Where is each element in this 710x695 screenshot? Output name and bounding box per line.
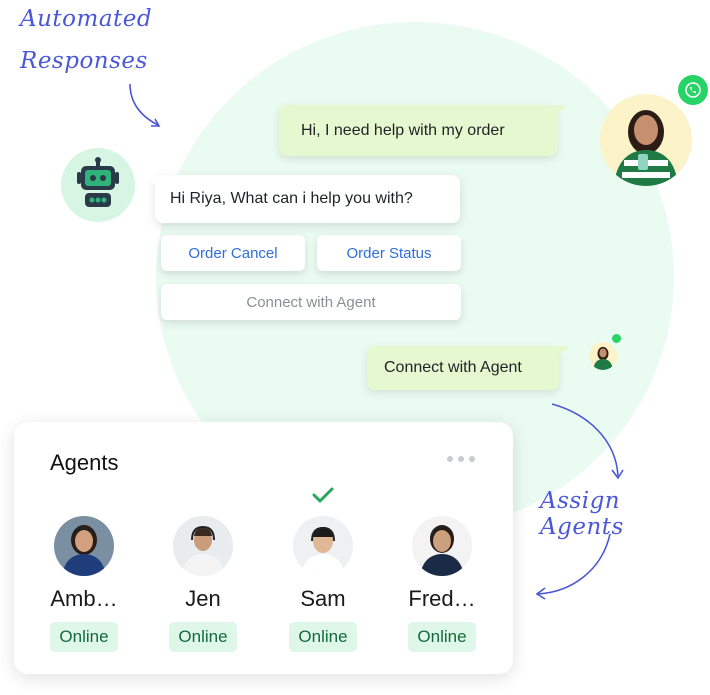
annotation-automated: Automated: [20, 6, 153, 32]
agent-card-jen[interactable]: Jen Online: [153, 516, 253, 652]
agents-panel: Agents Amb… Online Jen: [14, 422, 513, 674]
quick-reply-connect-agent[interactable]: Connect with Agent: [161, 284, 461, 320]
agents-title: Agents: [50, 450, 119, 475]
customer-reply-bubble: Connect with Agent: [367, 346, 569, 390]
agent-card-ambe[interactable]: Amb… Online: [34, 516, 134, 652]
agent-name: Jen: [185, 586, 221, 611]
arrow-to-assign-icon: [551, 403, 624, 480]
robot-icon: [77, 157, 119, 207]
customer-reply-text: Connect with Agent: [384, 359, 522, 376]
arrow-to-agents-icon: [535, 533, 611, 600]
more-horizontal-icon[interactable]: [447, 456, 475, 462]
quick-reply-order-status[interactable]: Order Status: [317, 235, 461, 271]
agent-name: Sam: [300, 586, 346, 611]
agent-avatar: [54, 516, 114, 576]
annotation-responses: Responses: [20, 48, 148, 74]
agent-card-fred[interactable]: Fred… Online: [392, 516, 492, 652]
arrow-to-chat-icon: [129, 83, 161, 127]
agent-name: Amb…: [50, 586, 118, 611]
agent-avatar: [293, 516, 353, 576]
agent-name: Fred…: [408, 586, 476, 611]
customer-message-text: Hi, I need help with my order: [301, 121, 505, 139]
customer-avatar: [600, 94, 692, 186]
agent-card-sam[interactable]: Sam Online: [273, 516, 373, 652]
bot-message-text: Hi Riya, What can i help you with?: [170, 190, 413, 207]
whatsapp-small-icon: [612, 334, 621, 343]
status-badge: Online: [50, 622, 118, 652]
status-badge: Online: [408, 622, 476, 652]
bot-message-bubble: Hi Riya, What can i help you with?: [145, 175, 460, 223]
quick-reply-order-cancel[interactable]: Order Cancel: [161, 235, 305, 271]
bot-avatar: [61, 148, 135, 222]
customer-small-avatar: [589, 342, 617, 370]
agent-avatar: [412, 516, 472, 576]
status-badge: Online: [289, 622, 357, 652]
status-badge: Online: [169, 622, 237, 652]
agent-avatar: [173, 516, 233, 576]
check-icon: [312, 487, 334, 503]
whatsapp-icon: [678, 75, 708, 105]
customer-message-bubble: Hi, I need help with my order: [279, 105, 567, 156]
